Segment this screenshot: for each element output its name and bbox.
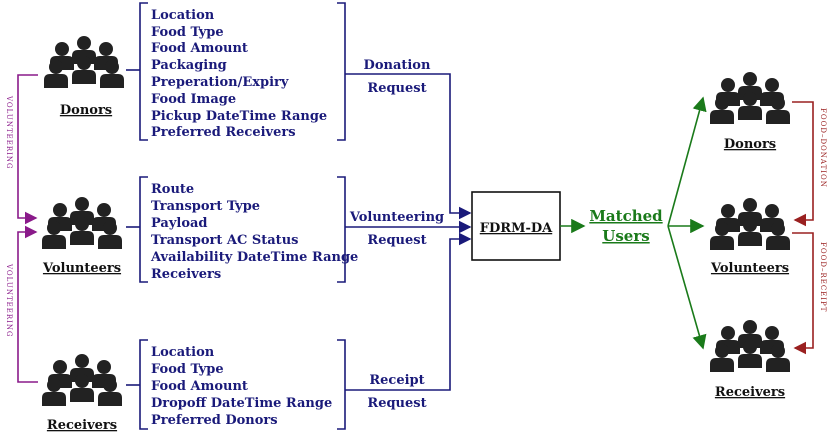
- food-connectors: [792, 101, 814, 355]
- donor-field: Pickup DateTime Range: [151, 109, 327, 124]
- volunteer-fields: Route Transport Type Payload Transport A…: [150, 182, 358, 282]
- volunteering-side-label-bottom: VOLUNTEERING: [5, 263, 13, 338]
- matched-users-line2: Users: [602, 227, 649, 245]
- donor-field: Packaging: [151, 58, 227, 73]
- receiver-field: Food Type: [151, 362, 224, 377]
- food-receipt-side-label: FOOD–RECEIPT: [819, 242, 827, 312]
- volunteer-field: Receivers: [151, 267, 221, 282]
- volunteer-field: Transport AC Status: [151, 233, 298, 248]
- donor-field: Preferred Receivers: [151, 125, 296, 140]
- receipt-request-title: Receipt: [369, 373, 424, 388]
- receiver-field: Preferred Donors: [151, 413, 278, 428]
- volunteering-request-subtitle: Request: [367, 233, 426, 248]
- donation-request-subtitle: Request: [367, 81, 426, 96]
- donor-field: Location: [151, 8, 215, 23]
- volunteers-label: Volunteers: [42, 261, 121, 276]
- volunteer-field: Availability DateTime Range: [150, 250, 358, 265]
- field-brackets: [139, 2, 346, 430]
- donor-field: Food Amount: [151, 41, 248, 56]
- matched-users-line1: Matched: [589, 207, 663, 225]
- volunteering-side-label-top: VOLUNTEERING: [5, 95, 13, 170]
- donors-crowd-icon: [44, 36, 124, 88]
- donor-field: Food Type: [151, 25, 224, 40]
- request-connectors: [345, 73, 472, 391]
- receipt-request-subtitle: Request: [367, 396, 426, 411]
- volunteering-connector-top: [17, 74, 38, 225]
- donor-fields: Location Food Type Food Amount Packaging…: [151, 8, 327, 140]
- receiver-field: Food Amount: [151, 379, 248, 394]
- volunteer-field: Payload: [151, 216, 208, 231]
- donor-field: Food Image: [151, 92, 236, 107]
- donors-label: Donors: [60, 103, 112, 118]
- receivers-label: Receivers: [47, 418, 117, 432]
- right-receivers-crowd-icon: [710, 320, 790, 372]
- right-receivers-label: Receivers: [715, 385, 785, 400]
- group-to-bracket-lines: [126, 69, 140, 386]
- matched-connectors: [560, 96, 707, 350]
- volunteering-connector-bottom: [17, 225, 38, 383]
- donor-field: Preperation/Expiry: [151, 75, 289, 90]
- right-donors-label: Donors: [724, 137, 776, 152]
- receiver-field: Location: [151, 345, 215, 360]
- volunteers-crowd-icon: [42, 197, 122, 249]
- right-volunteers-label: Volunteers: [710, 261, 789, 276]
- volunteer-field: Route: [151, 182, 194, 197]
- volunteer-field: Transport Type: [151, 199, 260, 214]
- fdrm-da-label: FDRM-DA: [480, 221, 553, 236]
- receivers-crowd-icon: [42, 354, 122, 406]
- receiver-field: Dropoff DateTime Range: [151, 396, 332, 411]
- right-donors-crowd-icon: [710, 72, 790, 124]
- food-donation-side-label: FOOD–DONATION: [819, 108, 827, 188]
- right-volunteers-crowd-icon: [710, 198, 790, 250]
- donation-request-title: Donation: [364, 58, 431, 73]
- volunteering-request-title: Volunteering: [349, 210, 444, 225]
- receiver-fields: Location Food Type Food Amount Dropoff D…: [151, 345, 332, 428]
